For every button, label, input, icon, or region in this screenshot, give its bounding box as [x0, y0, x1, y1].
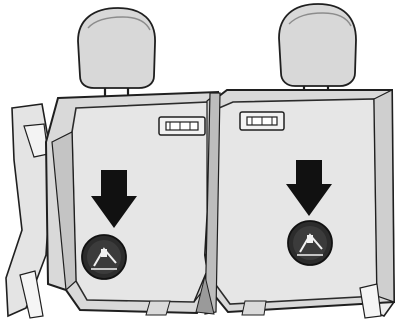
- right-seatback: [205, 90, 394, 312]
- right-latch-handle: [240, 112, 284, 130]
- headrest-right-icon: [279, 4, 356, 96]
- left-latch-handle: [159, 117, 205, 135]
- strap-release-right-icon: [288, 221, 332, 265]
- strap-release-left-icon: [82, 235, 126, 279]
- left-seatback: [46, 92, 218, 313]
- headrest-left-icon: [78, 8, 155, 100]
